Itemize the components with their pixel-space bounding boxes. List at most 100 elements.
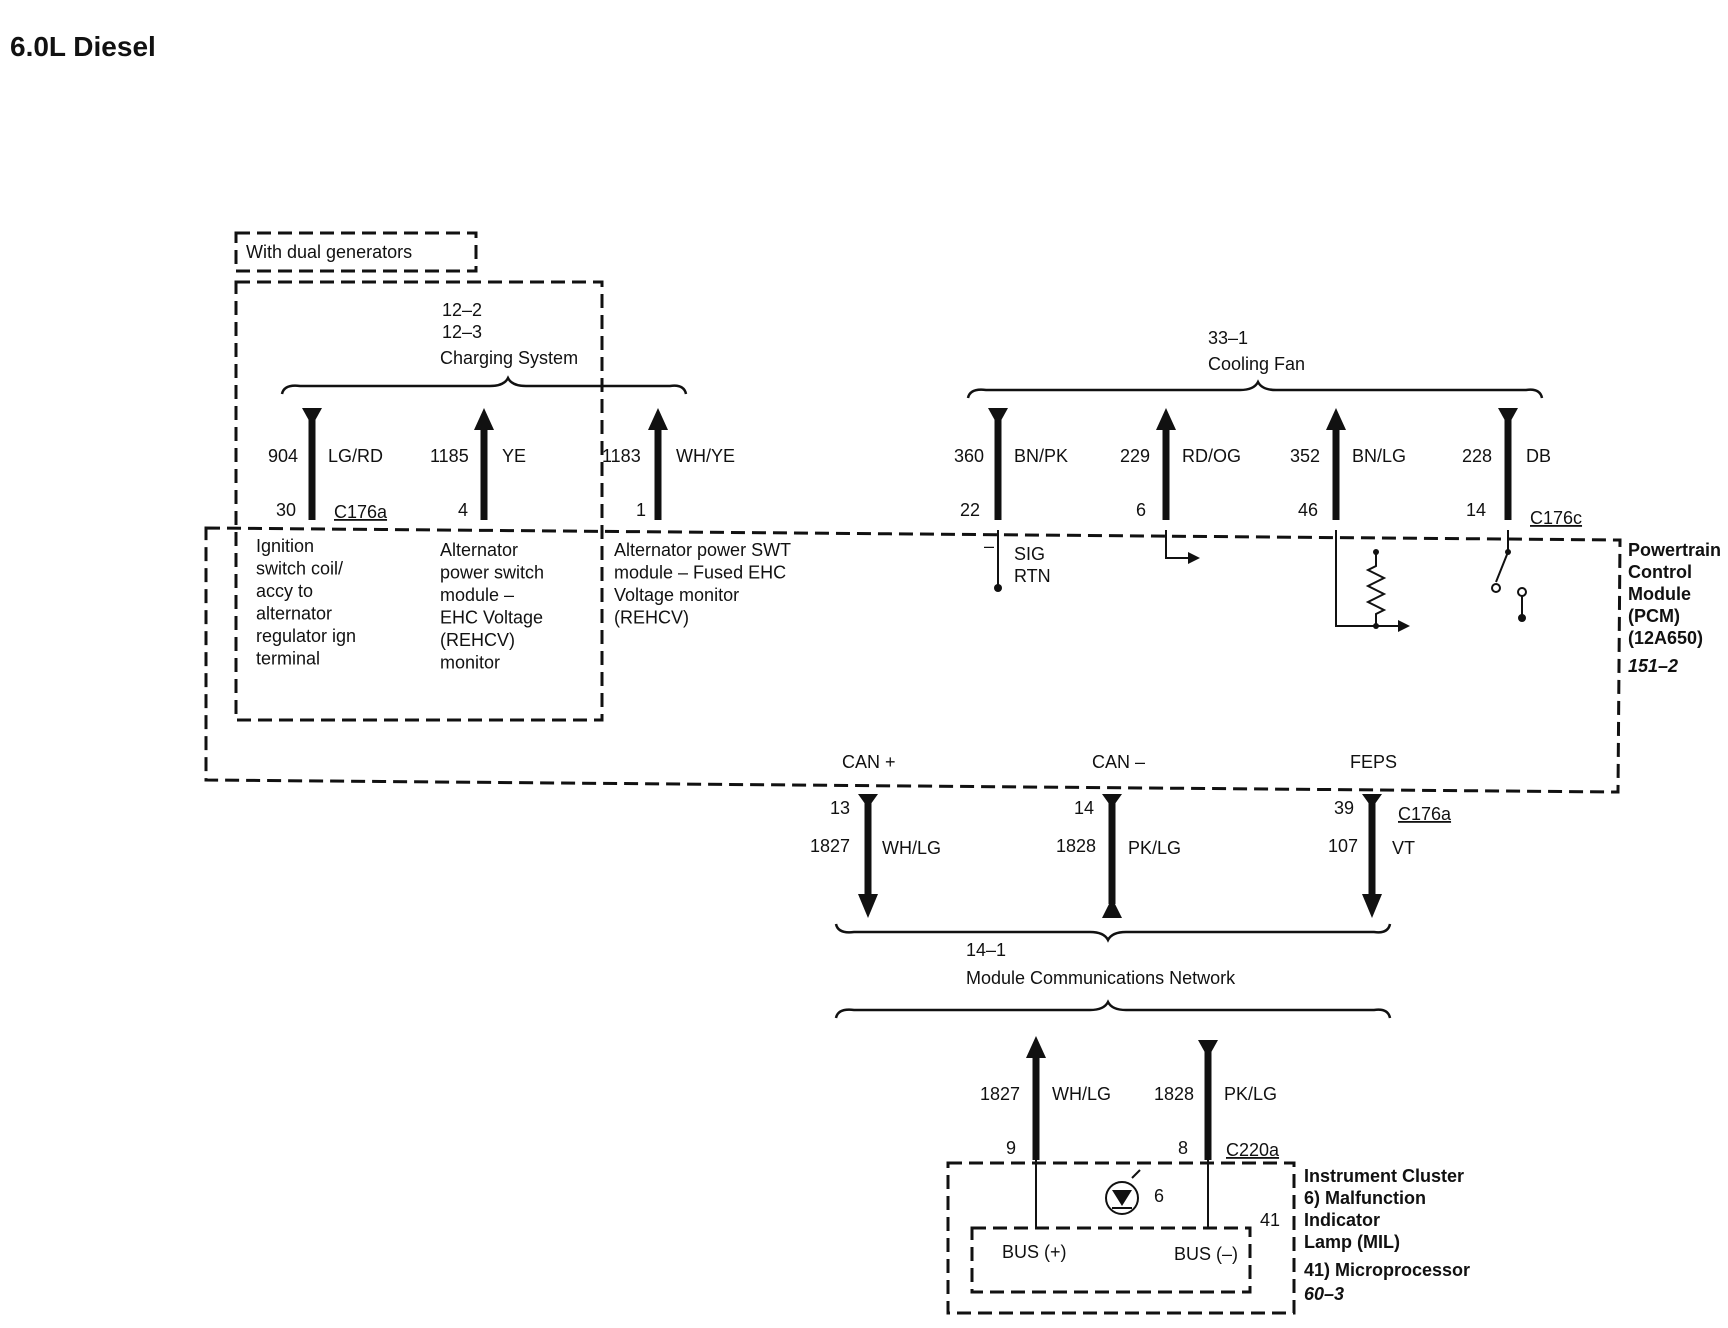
wire-color: RD/OG [1182, 446, 1241, 466]
pin-description-line: (REHCV) [614, 608, 689, 628]
switch-contact-right [1517, 587, 1527, 597]
pcm-ref: 151–2 [1628, 656, 1678, 676]
charging-brace [280, 375, 688, 395]
network-brace-top [834, 923, 1392, 943]
wire-signal: CAN – [1092, 752, 1145, 772]
pin-description-line: alternator [256, 604, 332, 624]
switch-dot-top [1505, 549, 1511, 555]
connector-c176c: C176c [1530, 508, 1582, 528]
wire-pin: 22 [960, 500, 980, 520]
thermistor-dot-top [1373, 549, 1379, 555]
network-label: Module Communications Network [966, 968, 1236, 988]
cooling-brace [966, 379, 1544, 399]
wire-signal: FEPS [1350, 752, 1397, 772]
wire-pin: 14 [1074, 798, 1094, 818]
arrow-down-icon [1362, 894, 1382, 918]
sig-label: SIG [1014, 544, 1045, 564]
charging-ref-2: 12–3 [442, 322, 482, 342]
arrow-up-icon [1326, 408, 1346, 430]
page-title: 6.0L Diesel [10, 31, 156, 62]
wire-circuit: 904 [268, 446, 298, 466]
pin-description-line: terminal [256, 649, 320, 669]
wire-circuit: 1185 [430, 446, 469, 466]
wire-color: PK/LG [1224, 1084, 1277, 1104]
wire-color: WH/YE [676, 446, 735, 466]
cluster-ref: 60–3 [1304, 1284, 1344, 1304]
pin6-reference-arrow [1165, 530, 1192, 559]
top-wire: 904 LG/RD 30 [268, 408, 383, 520]
thermistor-arrow-icon [1398, 620, 1410, 632]
pin-description-line: EHC Voltage [440, 608, 543, 628]
cluster-line4: Lamp (MIL) [1304, 1232, 1400, 1252]
arrow-up-icon [1156, 408, 1176, 430]
pin-description-line: accy to [256, 581, 313, 601]
network-brace-bottom [834, 999, 1392, 1019]
pcm-line4: (PCM) [1628, 606, 1680, 626]
bus-plus-label: BUS (+) [1002, 1242, 1067, 1262]
wire-circuit: 360 [954, 446, 984, 466]
wire-circuit: 229 [1120, 446, 1150, 466]
dual-gen-note: With dual generators [246, 242, 412, 262]
pin-description-line: Ignition [256, 536, 314, 556]
wire-circuit: 107 [1328, 836, 1358, 856]
wire-circuit: 352 [1290, 446, 1320, 466]
wire-circuit: 1828 [1154, 1084, 1194, 1104]
connector-c220a: C220a [1226, 1140, 1280, 1160]
arrow-down-icon [988, 408, 1008, 426]
charging-ref-1: 12–2 [442, 300, 482, 320]
thermistor-dot-bottom [1373, 623, 1379, 629]
switch-ground-icon [1518, 614, 1526, 622]
thermistor-circuit [1335, 530, 1402, 627]
mil-lamp-icon [1105, 1169, 1141, 1215]
arrow-up-icon [648, 408, 668, 430]
cluster-box [946, 1161, 1296, 1315]
pin-description-line: Alternator power SWT [614, 540, 791, 560]
pin-description-line: power switch [440, 563, 544, 583]
wire-pin: 4 [458, 500, 468, 520]
arrow-up-icon [1102, 898, 1122, 918]
wire-color: WH/LG [1052, 1084, 1111, 1104]
wire-pin: 13 [830, 798, 850, 818]
bus-minus-label: BUS (–) [1174, 1244, 1238, 1264]
cluster-line2: 6) Malfunction [1304, 1188, 1426, 1208]
pin-description-line: module – Fused EHC [614, 563, 786, 583]
arrow-down-icon [1498, 408, 1518, 426]
wire-circuit: 1827 [980, 1084, 1020, 1104]
dual-gen-region [234, 280, 604, 722]
wire-signal: CAN + [842, 752, 896, 772]
pcm-line2: Control [1628, 562, 1692, 582]
wire-pin: 30 [276, 500, 296, 520]
top-wire: 1185 YE 4 [430, 408, 526, 520]
wire-color: YE [502, 446, 526, 466]
pin-description-line: Voltage monitor [614, 585, 739, 605]
wire-color: BN/LG [1352, 446, 1406, 466]
wire-circuit: 1828 [1056, 836, 1096, 856]
network-ref: 14–1 [966, 940, 1006, 960]
connector-c176a-bottom: C176a [1398, 804, 1452, 824]
pcm-line5: (12A650) [1628, 628, 1703, 648]
pin-description-line: regulator ign [256, 626, 356, 646]
pcm-line1: Powertrain [1628, 540, 1721, 560]
thermistor-icon [1365, 552, 1387, 626]
wire-color: WH/LG [882, 838, 941, 858]
wire-color: LG/RD [328, 446, 383, 466]
arrow-up-icon [474, 408, 494, 430]
pin-description-line: switch coil/ [256, 559, 343, 579]
arrow-up-icon [1026, 1036, 1046, 1058]
pcm-line3: Module [1628, 584, 1691, 604]
connector-notch-icon [1102, 794, 1122, 808]
wire-pin: 39 [1334, 798, 1354, 818]
wire-pin: 46 [1298, 500, 1318, 520]
wire-color: DB [1526, 446, 1551, 466]
arrow-down-icon [302, 408, 322, 426]
micro-number: 41 [1260, 1210, 1280, 1230]
